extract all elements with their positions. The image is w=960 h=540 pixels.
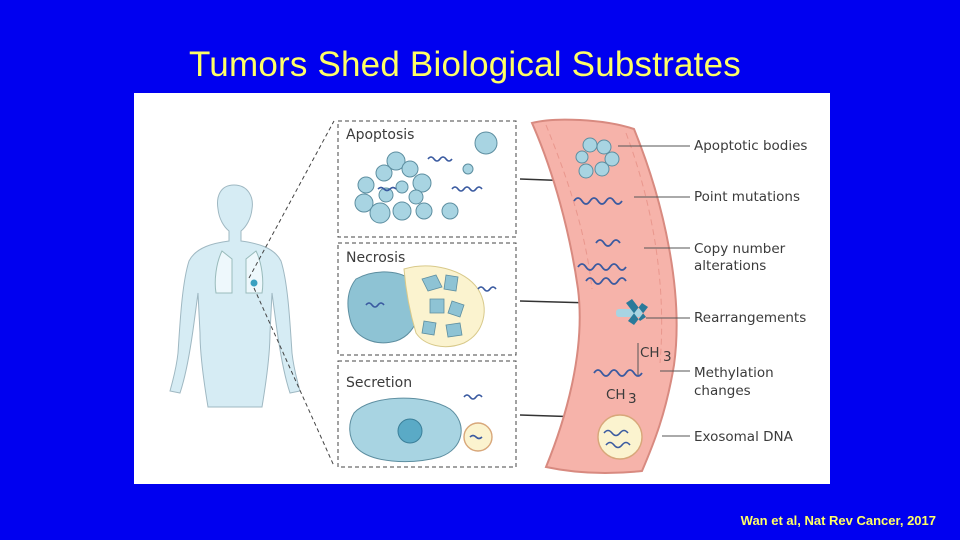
panel-secretion: Secretion: [337, 360, 517, 468]
panel-necrosis: Necrosis: [337, 242, 517, 356]
figure-panel: Apoptosis Necrosis Se: [134, 93, 830, 484]
label-copy-number-line1: Copy number: [694, 241, 786, 257]
svg-text:3: 3: [628, 391, 637, 407]
panel-label-necrosis: Necrosis: [346, 250, 405, 266]
slide-title: Tumors Shed Biological Substrates: [189, 45, 741, 85]
label-exosomal-dna: Exosomal DNA: [694, 429, 794, 445]
blood-vessel: [530, 118, 678, 475]
apoptotic-body-icon: [575, 137, 620, 179]
panel-label-apoptosis: Apoptosis: [346, 127, 414, 143]
citation: Wan et al, Nat Rev Cancer, 2017: [740, 513, 936, 528]
ch3-label-top: CH: [640, 345, 660, 361]
label-methylation-line2: changes: [694, 383, 751, 399]
label-apoptotic-bodies: Apoptotic bodies: [694, 138, 807, 154]
label-methylation-line1: Methylation: [694, 365, 774, 381]
ch3-label-bottom: CH: [606, 387, 626, 403]
label-rearrangements: Rearrangements: [694, 310, 806, 326]
human-body-icon: [169, 184, 301, 408]
tumor-dot-icon: [250, 279, 258, 287]
dna-strands-icon: [573, 197, 643, 377]
label-point-mutations: Point mutations: [694, 189, 800, 205]
panel-label-secretion: Secretion: [346, 375, 412, 391]
rearrangement-icon: [616, 299, 648, 325]
exosome-icon: [597, 414, 643, 460]
label-copy-number-line2: alterations: [694, 258, 766, 274]
svg-text:3: 3: [663, 349, 672, 365]
panel-apoptosis: Apoptosis: [337, 120, 517, 238]
